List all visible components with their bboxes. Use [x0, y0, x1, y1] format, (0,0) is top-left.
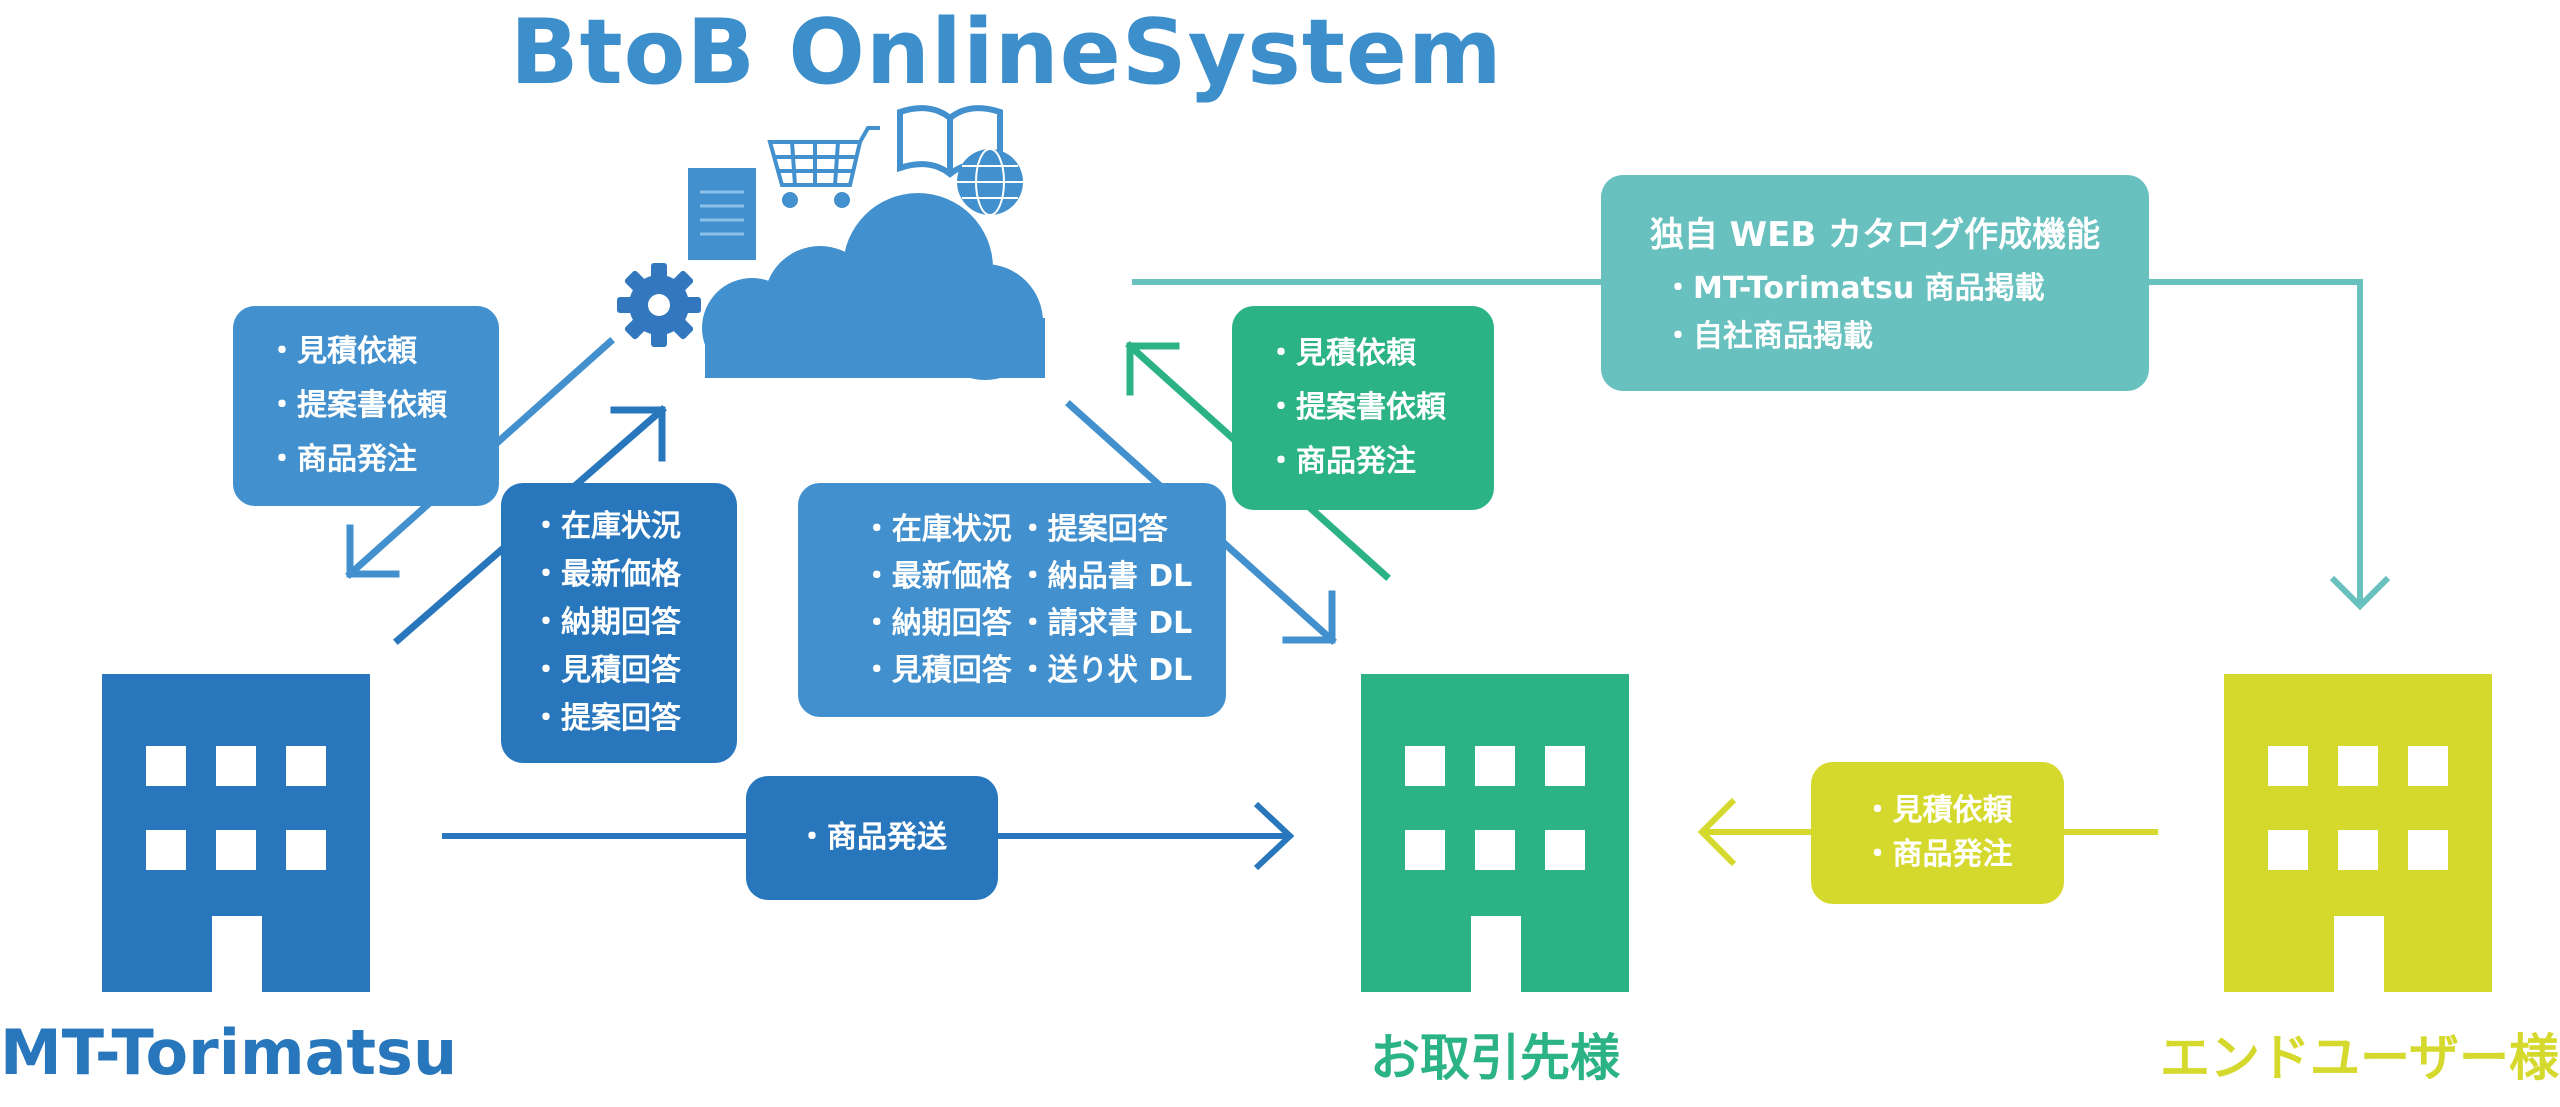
- shipping-box: 商品発送: [746, 776, 998, 900]
- enduser-request-box: 見積依頼 商品発注: [1811, 762, 2064, 904]
- list-item: 在庫状況: [862, 506, 1012, 553]
- building-icon: [2224, 674, 2492, 992]
- list-item: 納期回答: [862, 600, 1012, 647]
- list-item: 提案書依頼: [267, 379, 499, 433]
- page-title: BtoB OnlineSystem: [510, 0, 1503, 105]
- building-icon: [102, 674, 370, 992]
- list-item: 提案回答: [1018, 506, 1192, 553]
- partner-info-column-1: 在庫状況 最新価格 納期回答 見積回答: [862, 506, 1012, 694]
- list-item: 提案回答: [531, 695, 737, 743]
- catalog-heading: 独自 WEB カタログ作成機能: [1649, 215, 2101, 255]
- gear-icon: [617, 263, 701, 347]
- list-item: 見積依頼: [1266, 327, 1494, 381]
- list-item: 見積回答: [531, 647, 737, 695]
- list-item: MT-Torimatsu 商品掲載: [1663, 265, 2045, 313]
- enduser-label: エンドユーザー様: [2160, 1029, 2559, 1087]
- partner-label: お取引先様: [1370, 1029, 1620, 1087]
- catalog-feature-box: 独自 WEB カタログ作成機能 MT-Torimatsu 商品掲載 自社商品掲載: [1601, 175, 2149, 391]
- globe-icon: [957, 148, 1023, 216]
- list-item: 在庫状況: [531, 503, 737, 551]
- list-item: 最新価格: [862, 553, 1012, 600]
- list-item: 最新価格: [531, 551, 737, 599]
- partner-request-box: 見積依頼 提案書依頼 商品発注: [1232, 306, 1494, 510]
- list-item: 納期回答: [531, 599, 737, 647]
- list-item: 送り状 DL: [1018, 647, 1192, 694]
- list-item: 見積依頼: [1863, 789, 2013, 833]
- list-item: 請求書 DL: [1018, 600, 1192, 647]
- catalog-list: MT-Torimatsu 商品掲載 自社商品掲載: [1663, 265, 2045, 361]
- mt-info-box: 在庫状況 最新価格 納期回答 見積回答 提案回答: [501, 483, 737, 763]
- shipping-label: 商品発送: [797, 811, 947, 865]
- list-item: 見積回答: [862, 647, 1012, 694]
- partner-info-box: 在庫状況 最新価格 納期回答 見積回答 提案回答 納品書 DL 請求書 DL 送…: [798, 483, 1226, 717]
- document-icon: [688, 168, 756, 260]
- mt-label: MT-Torimatsu: [0, 1016, 458, 1089]
- list-item: 納品書 DL: [1018, 553, 1192, 600]
- list-item: 提案書依頼: [1266, 381, 1494, 435]
- list-item: 商品発注: [1863, 833, 2013, 877]
- list-item: 商品発注: [267, 433, 499, 487]
- list-item: 見積依頼: [267, 325, 499, 379]
- list-item: 商品発注: [1266, 435, 1494, 489]
- partner-info-column-2: 提案回答 納品書 DL 請求書 DL 送り状 DL: [1018, 506, 1192, 694]
- building-icon: [1361, 674, 1629, 992]
- list-item: 自社商品掲載: [1663, 313, 2045, 361]
- cart-icon: [767, 126, 880, 208]
- cloud-icon: [702, 193, 1045, 380]
- mt-request-box: 見積依頼 提案書依頼 商品発注: [233, 306, 499, 506]
- arrow-catalog-to-enduser: [1132, 279, 2391, 611]
